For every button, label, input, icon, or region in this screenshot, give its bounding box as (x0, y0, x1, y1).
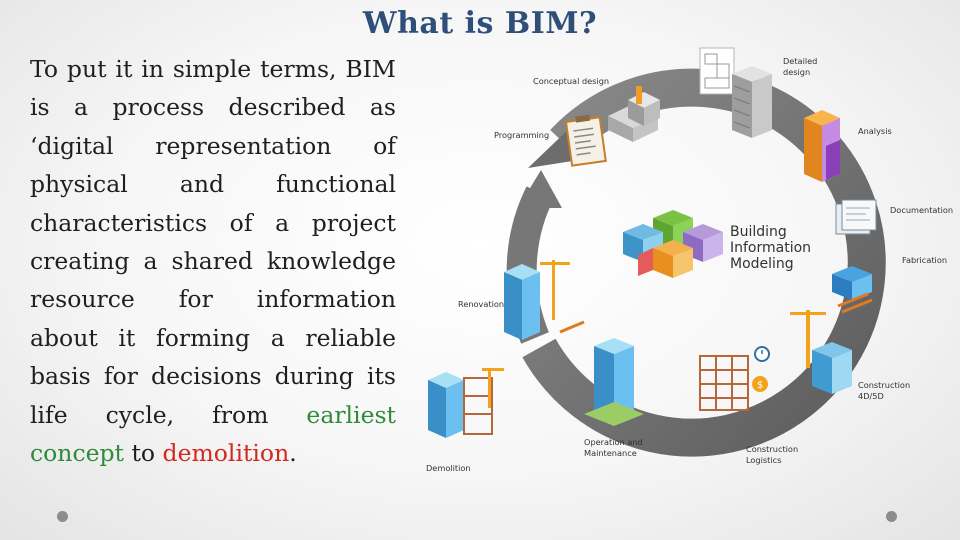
highlight-earliest-concept: earliest concept (30, 400, 396, 468)
blueprint-icon (699, 47, 735, 95)
body-text-period: . (289, 439, 297, 468)
tower-icon (732, 66, 772, 138)
fabrication-icon (832, 266, 873, 314)
stage-logistics-line2: Logistics (746, 455, 781, 465)
stage-detailed-design-line1: Detailed (783, 56, 817, 66)
documents-icon (835, 199, 877, 235)
slide-bullet-right (886, 511, 897, 522)
body-text-main: To put it in simple terms, BIM is a proc… (30, 55, 396, 429)
center-label-line2: Information (730, 240, 811, 256)
slide-title: What is BIM? (362, 6, 598, 41)
stage-operation-line1: Operation and (584, 437, 643, 447)
crane-icon (790, 310, 852, 394)
slide-bullet-left (57, 511, 68, 522)
stage-detailed-design-line2: design (783, 67, 810, 77)
coin-icon: $ (752, 376, 768, 392)
stage-construction-line1: Construction (858, 380, 910, 390)
office-tower-icon (584, 338, 644, 426)
analysis-tower-icon (804, 110, 840, 182)
svg-text:$: $ (757, 380, 763, 391)
stage-programming: Programming (494, 130, 549, 140)
stage-conceptual-design: Conceptual design (533, 76, 609, 86)
stage-operation-line2: Maintenance (584, 448, 637, 458)
stage-construction-line2: 4D/5D (858, 391, 884, 401)
scaffold-icon (699, 355, 749, 411)
stopwatch-icon (754, 346, 770, 362)
center-label-line3: Modeling (730, 256, 794, 272)
highlight-demolition: demolition (162, 439, 290, 468)
stage-fabrication: Fabrication (902, 255, 947, 265)
body-text-connector: to (124, 439, 163, 468)
stage-documentation: Documentation (890, 205, 953, 215)
stage-renovation: Renovation (458, 299, 504, 309)
demolition-tower-icon (428, 368, 504, 438)
stage-logistics-line1: Construction (746, 444, 798, 454)
renovation-tower-icon (504, 260, 585, 340)
stage-demolition: Demolition (426, 463, 471, 473)
center-label-line1: Building (730, 224, 787, 240)
slide-body-text: To put it in simple terms, BIM is a proc… (30, 50, 396, 472)
stage-analysis: Analysis (858, 126, 892, 136)
blocks-icon (608, 86, 660, 142)
cycle-arrow-tip (518, 170, 562, 208)
cube-cluster-icon (623, 210, 723, 278)
clipboard-icon (564, 114, 607, 167)
bim-lifecycle-diagram: Building Information Modeling Conceptual… (426, 47, 953, 473)
